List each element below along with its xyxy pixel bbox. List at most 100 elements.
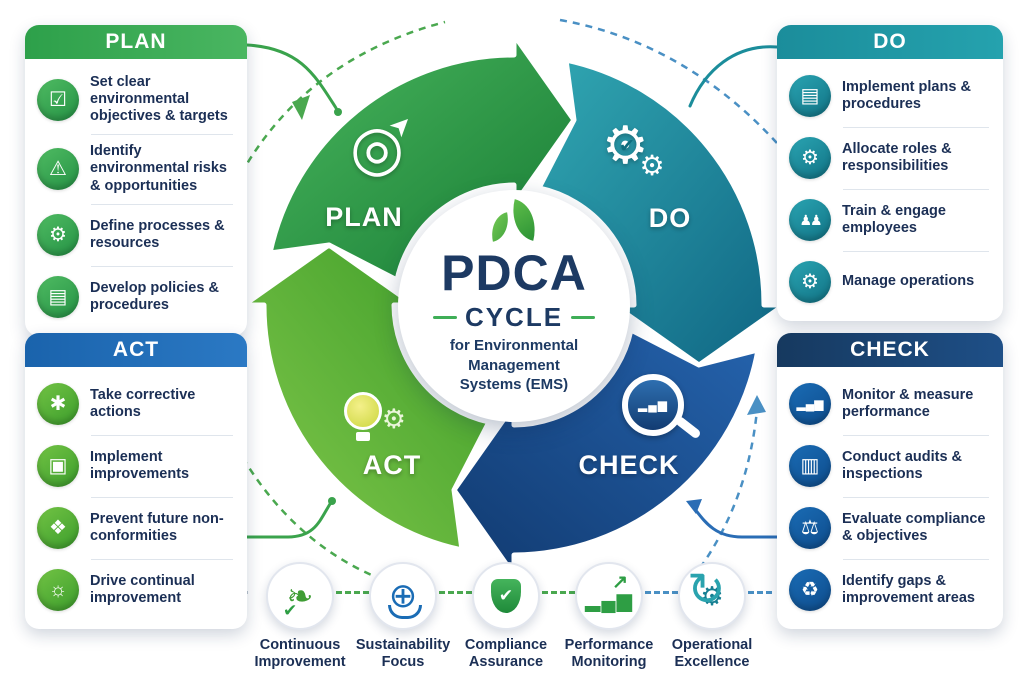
leaf-large	[506, 199, 542, 241]
item-text: Manage operations	[842, 273, 975, 290]
list-item: ♻ Identify gaps & improvement areas	[789, 559, 991, 621]
sync-gear-glyph: ⚙	[700, 581, 724, 611]
item-text: Take corrective actions	[90, 386, 196, 420]
item-text: Implement improvements	[90, 448, 190, 482]
shield-check-icon: ✔	[472, 562, 540, 630]
badge-label: Performance Monitoring	[564, 637, 654, 670]
big-gear-glyph: ⚙	[602, 117, 649, 175]
badge-label: Operational Excellence	[671, 637, 753, 670]
do-panel: DO ▤ Implement plans & procedures ⚙ Allo…	[777, 25, 1003, 321]
chart-growth-icon: ▂▄▆ ↗	[575, 562, 643, 630]
warning-triangle-icon: ⚠	[37, 147, 79, 190]
magnifier-chart-icon: ▂▄▆	[622, 374, 702, 440]
leaf-check-glyph: ✔	[283, 601, 298, 620]
cycle-title: CYCLE	[464, 302, 564, 332]
act-gear-glyph: ⚙	[381, 404, 406, 434]
dash-stub-right	[748, 591, 772, 594]
gear-icon: ⚙	[37, 213, 79, 256]
plan-panel-body: ☑ Set clear environmental objectives & t…	[25, 59, 247, 336]
plan-panel-title: PLAN	[25, 25, 247, 59]
list-item: ❖ Prevent future non-conformities	[37, 497, 235, 559]
check-panel-body: ▂▄▆ Monitor & measure performance ▥ Cond…	[777, 367, 1003, 629]
center-hub: PDCA CYCLE for Environmental Management …	[398, 190, 630, 422]
item-text: Identify gaps & improvement areas	[842, 572, 975, 606]
badge-label: Continuous Improvement	[254, 637, 346, 670]
do-panel-body: ▤ Implement plans & procedures ⚙ Allocat…	[777, 59, 1003, 321]
hand-shape	[388, 605, 422, 619]
list-item: ✱ Take corrective actions	[37, 373, 235, 435]
list-item: ⚖ Evaluate compliance & objectives	[789, 497, 991, 559]
ring-segment-do	[536, 57, 787, 368]
ring-label-check: CHECK	[578, 450, 680, 480]
gears-icon: ⚙	[789, 137, 831, 179]
list-item: ⚙ Manage operations	[789, 251, 991, 313]
leaf-glyph: ❧	[286, 578, 314, 614]
target-glyph: ◎	[350, 114, 405, 183]
dash-link-2	[439, 591, 472, 594]
gear-icon: ⚙	[789, 261, 831, 303]
badge-label: Compliance Assurance	[464, 637, 548, 670]
dash-link-3	[542, 591, 575, 594]
connector-act-panel	[245, 502, 332, 539]
leaf-check-icon: ❧ ✔	[266, 562, 334, 630]
center-subtitle-line3: Systems (EMS)	[459, 376, 569, 393]
arrowhead-bottom-right-dashed	[747, 395, 766, 415]
pdca-title: PDCA	[441, 245, 587, 301]
bulb-base	[356, 432, 370, 441]
lightbulb-gear-icon: ⚙	[344, 392, 406, 441]
chart-bars-glyph: ▂▄▆	[585, 590, 633, 612]
sync-arrow-glyph: ↻	[687, 563, 726, 615]
ring-segment-plan	[267, 32, 577, 283]
cycle-dash-left	[432, 315, 457, 319]
compliance-scales-icon: ⚖	[789, 507, 831, 549]
list-item: ☼ Drive continual improvement	[37, 559, 235, 621]
growth-arrow-glyph: ↗	[612, 572, 628, 593]
list-item: ⚙ Define processes & resources	[37, 203, 235, 266]
dashed-arc-bottom-right	[698, 409, 759, 569]
ring-label-plan: PLAN	[325, 202, 403, 232]
act-panel: ACT ✱ Take corrective actions ▣ Implemen…	[25, 333, 247, 629]
shield-shape: ✔	[491, 579, 521, 613]
connector-act-dot	[328, 497, 336, 505]
bulb-icon: ☼	[37, 569, 79, 611]
arrowhead-check-connector	[686, 499, 702, 514]
magnifier-lens: ▂▄▆	[622, 374, 702, 440]
list-item: ▂▄▆ Monitor & measure performance	[789, 373, 991, 435]
dashed-arc-top-right	[559, 18, 801, 171]
badge-continuous-improvement: ❧ ✔ Continuous Improvement	[244, 562, 356, 670]
ring-label-act: ACT	[362, 450, 422, 480]
list-item: ⚙ Allocate roles & responsibilities	[789, 127, 991, 189]
list-item: ▤ Develop policies & procedures	[37, 265, 235, 328]
badge-performance-monitoring: ▂▄▆ ↗ Performance Monitoring	[553, 562, 665, 670]
item-text: Identify environmental risks & opportuni…	[90, 143, 227, 194]
shield-check-glyph: ✔	[498, 586, 514, 605]
item-text: Monitor & measure performance	[842, 386, 974, 420]
act-panel-body: ✱ Take corrective actions ▣ Implement im…	[25, 367, 247, 629]
badge-sustainability-focus: ⊕ Sustainability Focus	[347, 562, 459, 670]
leaf-small	[487, 212, 513, 242]
list-item: ⚠ Identify environmental risks & opportu…	[37, 134, 235, 203]
badge-operational-excellence: ↻ ⚙ Operational Excellence	[656, 562, 768, 670]
badge-label: Sustainability Focus	[355, 637, 451, 670]
item-text: Allocate roles & responsibilities	[842, 140, 952, 174]
gears-check-icon: ⚙ ✔ ⚙	[602, 117, 665, 181]
route-icon: ❖	[37, 507, 79, 549]
monitor-icon: ▂▄▆	[789, 383, 831, 425]
connector-do-panel	[688, 45, 779, 108]
dash-link-1	[336, 591, 369, 594]
do-panel-title: DO	[777, 25, 1003, 59]
item-text: Define processes & resources	[90, 217, 225, 251]
clipboard-icon: ▤	[789, 75, 831, 117]
list-item: ▥ Conduct audits & inspections	[789, 435, 991, 497]
leaf-icon	[482, 199, 546, 246]
connector-plan-panel	[245, 43, 338, 110]
gear-sync-icon: ↻ ⚙	[678, 562, 746, 630]
dash-link-4	[645, 591, 678, 594]
bug-icon: ✱	[37, 383, 79, 425]
connector-plan-dot	[334, 108, 342, 116]
cycle-dash-right	[571, 315, 596, 319]
center-subtitle: for Environmental Management Systems (EM…	[450, 336, 578, 395]
check-panel-title: CHECK	[777, 333, 1003, 367]
